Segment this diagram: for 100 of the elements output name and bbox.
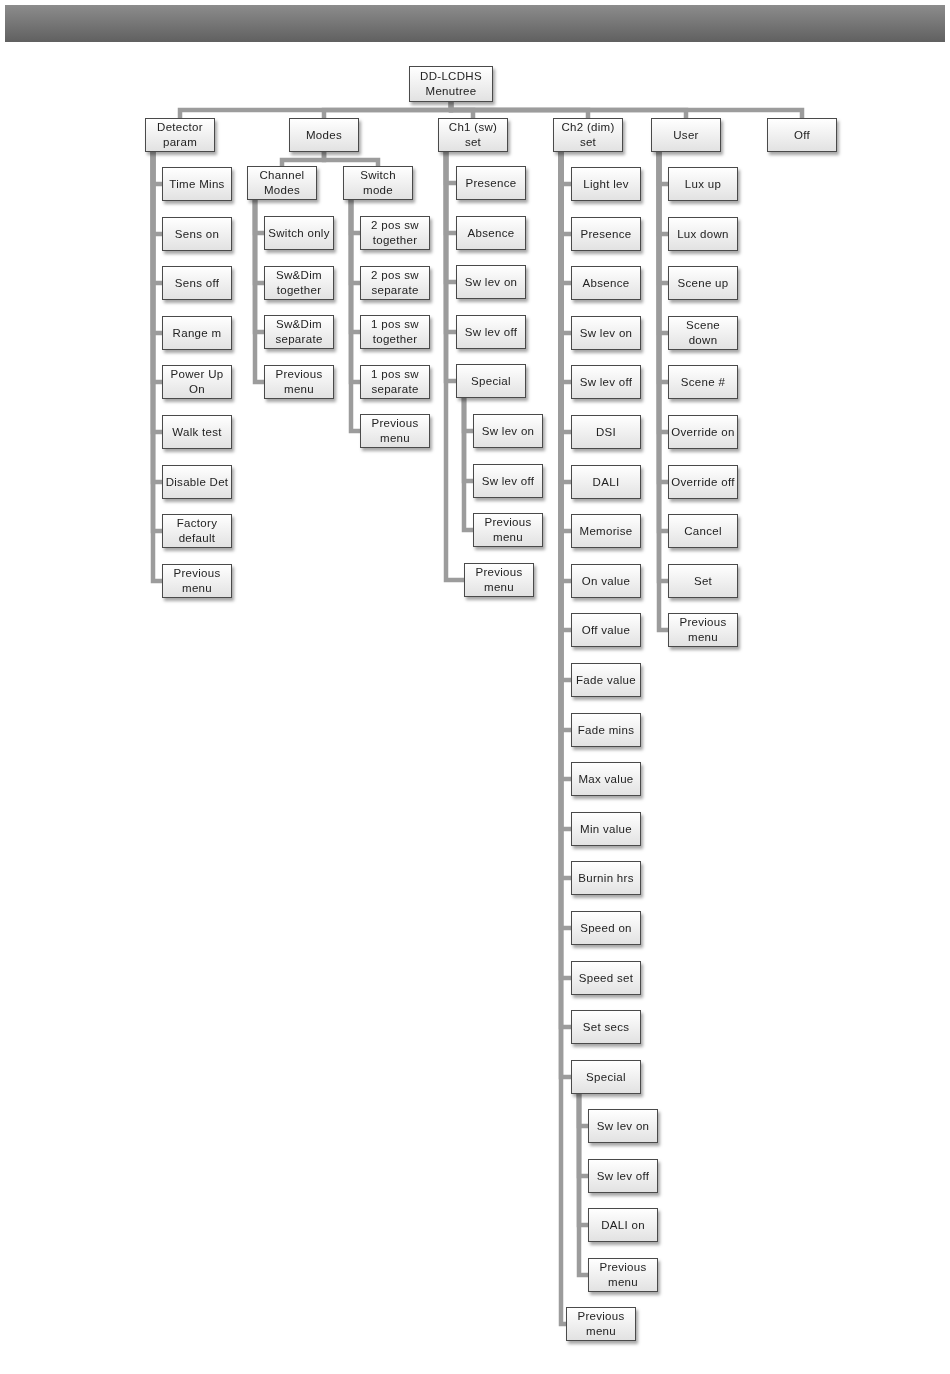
menu-label: DSI — [594, 424, 618, 440]
menu-box — [588, 1159, 658, 1193]
menu-box — [456, 166, 526, 200]
menu-box — [651, 118, 721, 152]
menu-label: Factory default — [175, 516, 219, 546]
menu-label: Absence — [466, 225, 516, 241]
menu-label: Switch mode — [359, 168, 397, 198]
menu-label: Previous menu — [172, 566, 222, 596]
menu-box — [571, 167, 641, 201]
menu-box — [464, 563, 534, 597]
menu-label: Power Up On — [169, 367, 225, 397]
menu-label: Sw lev off — [595, 1168, 651, 1184]
menu-box — [264, 216, 334, 250]
menu-label: Sw&Dim together — [275, 268, 323, 298]
menu-box — [571, 564, 641, 598]
menu-label: Modes — [305, 127, 343, 143]
menu-label: Range m — [171, 325, 223, 341]
menu-label: Sw lev on — [463, 274, 519, 290]
menu-box — [571, 613, 641, 647]
menu-label: Speed on — [579, 920, 633, 936]
menu-box — [767, 118, 837, 152]
menu-box — [162, 514, 232, 548]
menu-label: Sw lev off — [480, 473, 536, 489]
menu-label: DALI — [591, 474, 621, 490]
menu-label: Override off — [670, 474, 736, 490]
menu-label: Detector param — [156, 120, 204, 150]
menu-box — [668, 415, 738, 449]
menu-box — [571, 465, 641, 499]
menu-box — [553, 118, 623, 152]
connector-line — [348, 200, 360, 434]
menu-box — [571, 911, 641, 945]
menu-box — [571, 713, 641, 747]
menu-box — [668, 217, 738, 251]
menu-label: Absence — [581, 275, 631, 291]
menu-label: Scene down — [684, 318, 722, 348]
menu-box — [162, 465, 232, 499]
menu-box — [473, 513, 543, 547]
menu-label: Sw lev on — [578, 325, 634, 341]
menu-label: Time Mins — [168, 176, 226, 192]
menu-box — [571, 1060, 641, 1094]
menu-label: Cancel — [683, 523, 723, 539]
menu-box — [588, 1258, 658, 1292]
menu-label: Channel Modes — [258, 168, 306, 198]
menu-label: Presence — [579, 226, 633, 242]
menu-label: Min value — [579, 821, 633, 837]
menu-label: Sens off — [173, 275, 221, 291]
menu-label: Sw lev off — [578, 374, 634, 390]
connector-line — [321, 152, 381, 166]
menu-label: Lux down — [676, 226, 730, 242]
connector-line — [443, 152, 464, 583]
menu-box — [289, 118, 359, 152]
menu-box — [360, 216, 430, 250]
menu-box — [571, 663, 641, 697]
menu-label: Set secs — [581, 1019, 631, 1035]
menu-label: DALI on — [600, 1217, 646, 1233]
menu-box — [571, 514, 641, 548]
menu-box — [668, 564, 738, 598]
menu-box — [571, 861, 641, 895]
menu-label: Scene # — [679, 374, 727, 390]
menu-label: Previous menu — [483, 515, 533, 545]
menu-box — [668, 365, 738, 399]
menu-label: 1 pos sw separate — [370, 367, 420, 397]
menu-label: Previous menu — [598, 1260, 648, 1290]
menu-box — [145, 118, 215, 152]
menu-box — [668, 465, 738, 499]
menu-label: Sens on — [173, 226, 221, 242]
menu-box — [566, 1307, 636, 1341]
menu-box — [409, 66, 493, 102]
menu-box — [162, 217, 232, 251]
menu-label: Previous menu — [474, 565, 524, 595]
menu-label: Switch only — [267, 225, 331, 241]
menu-box — [343, 166, 413, 200]
menu-label: User — [672, 127, 700, 143]
menu-box — [571, 365, 641, 399]
menu-box — [162, 415, 232, 449]
menu-label: Max value — [577, 771, 635, 787]
menu-box — [571, 217, 641, 251]
menu-box — [264, 365, 334, 399]
menu-box — [588, 1208, 658, 1242]
menu-box — [247, 166, 317, 200]
connector-line — [252, 200, 264, 385]
menu-label: 2 pos sw together — [370, 218, 420, 248]
menu-box — [264, 315, 334, 349]
menu-label: DD-LCDHS Menutree — [419, 69, 483, 99]
menu-box — [456, 315, 526, 349]
menu-box — [571, 266, 641, 300]
menu-label: Previous menu — [370, 416, 420, 446]
menu-box — [162, 564, 232, 598]
menu-label: Sw lev on — [480, 423, 536, 439]
menu-box — [668, 514, 738, 548]
menu-label: Previous menu — [274, 367, 324, 397]
menu-label: Sw lev off — [463, 324, 519, 340]
menu-box — [456, 364, 526, 398]
menu-box — [360, 266, 430, 300]
menu-box — [588, 1109, 658, 1143]
menu-box — [438, 118, 508, 152]
menu-label: Previous menu — [678, 615, 728, 645]
menu-label: Disable Det — [164, 474, 230, 490]
menu-label: Light lev — [582, 176, 630, 192]
menu-label: Fade value — [575, 672, 637, 688]
